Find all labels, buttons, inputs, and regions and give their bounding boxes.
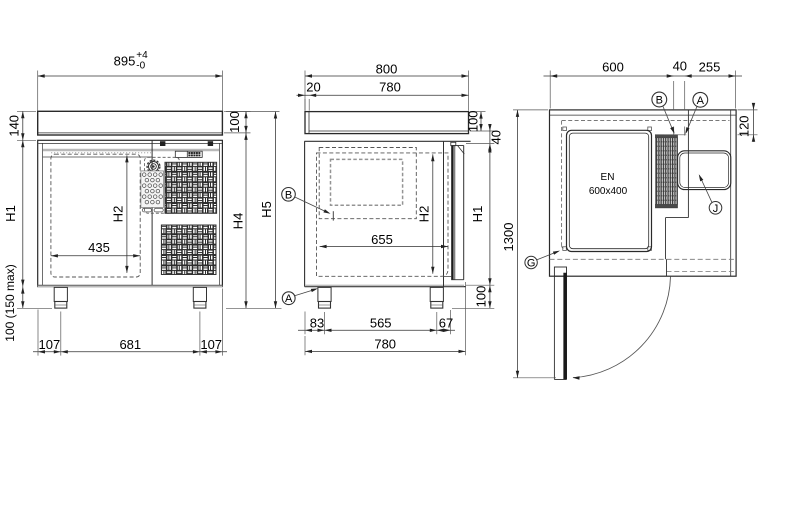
- svg-text:B: B: [285, 189, 292, 201]
- svg-text:140: 140: [7, 115, 22, 137]
- svg-text:565: 565: [370, 316, 392, 331]
- svg-text:100 (150 max): 100 (150 max): [3, 264, 17, 341]
- svg-text:255: 255: [699, 60, 721, 75]
- svg-text:800: 800: [376, 62, 398, 77]
- svg-text:107: 107: [200, 337, 222, 352]
- svg-text:100: 100: [466, 110, 481, 132]
- svg-text:G: G: [527, 258, 536, 270]
- svg-text:EN: EN: [601, 172, 615, 183]
- svg-text:H4: H4: [231, 213, 246, 230]
- svg-text:A: A: [697, 95, 705, 107]
- svg-text:H5: H5: [259, 201, 274, 218]
- svg-text:H2: H2: [111, 206, 126, 223]
- svg-text:J: J: [713, 203, 719, 215]
- svg-text:780: 780: [374, 336, 396, 351]
- svg-text:895: 895: [114, 54, 136, 69]
- svg-text:40: 40: [489, 130, 504, 144]
- svg-text:20: 20: [306, 80, 320, 95]
- svg-text:655: 655: [371, 232, 393, 247]
- svg-text:600x400: 600x400: [589, 186, 628, 197]
- svg-text:-0: -0: [136, 61, 145, 72]
- svg-text:B: B: [656, 95, 663, 107]
- svg-text:107: 107: [39, 337, 61, 352]
- svg-text:1300: 1300: [501, 223, 516, 252]
- svg-text:83: 83: [310, 316, 324, 331]
- svg-text:67: 67: [439, 316, 453, 331]
- svg-text:H2: H2: [417, 206, 432, 223]
- svg-text:+4: +4: [136, 50, 148, 61]
- svg-text:780: 780: [379, 80, 401, 95]
- svg-text:H1: H1: [470, 206, 485, 223]
- svg-text:H1: H1: [3, 205, 18, 222]
- svg-text:40: 40: [673, 59, 687, 74]
- svg-text:120: 120: [737, 115, 752, 137]
- svg-text:100: 100: [474, 286, 489, 308]
- svg-text:A: A: [285, 293, 293, 305]
- svg-text:100: 100: [227, 111, 242, 133]
- svg-text:681: 681: [119, 337, 141, 352]
- svg-text:435: 435: [88, 240, 110, 255]
- svg-text:600: 600: [602, 60, 624, 75]
